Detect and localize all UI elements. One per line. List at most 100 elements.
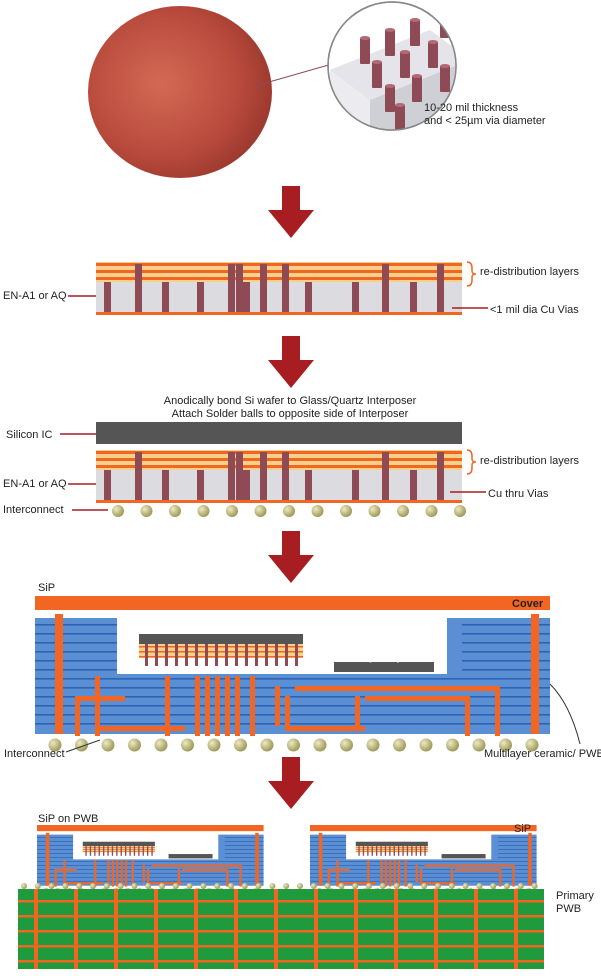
zoom-via-top — [410, 18, 420, 22]
zoom-via — [456, 32, 466, 58]
zoom-via-top — [395, 103, 405, 107]
stage2-caption-line2: Attach Solder balls to opposite side of … — [171, 408, 409, 420]
pwb-ball — [172, 883, 179, 889]
solder-ball — [283, 505, 295, 517]
pwb-ball — [103, 883, 110, 889]
wlp-line — [82, 849, 155, 850]
pwb-ball — [255, 883, 262, 889]
pwb-ball — [490, 883, 497, 889]
cu-via — [260, 452, 267, 500]
routing-trace — [225, 676, 230, 736]
ceramic-layer-line — [224, 845, 264, 846]
flip-chip-die — [168, 854, 213, 859]
pwb-ball — [269, 883, 276, 889]
ceramic-layer-line — [35, 651, 117, 653]
ceramic-layer-line — [462, 660, 550, 662]
pwb-ball — [366, 883, 372, 889]
solder-ball — [169, 505, 181, 517]
stage4-sip-label: SiP — [514, 823, 532, 835]
pwb-via — [194, 889, 198, 969]
cu-via — [135, 452, 142, 500]
zoom-via — [428, 42, 438, 68]
wlp-via — [285, 644, 288, 666]
pwb-ball — [283, 883, 290, 889]
package-ball — [207, 738, 221, 752]
package-ball — [472, 738, 486, 752]
sip-cover — [37, 825, 264, 832]
routing-trace — [285, 696, 290, 726]
wlp-via — [195, 644, 198, 666]
ceramic-layer-line — [35, 705, 550, 707]
pwb-ball — [476, 883, 483, 889]
stage2-interconnect-label: Interconnect — [3, 504, 64, 516]
zoom-via-top — [440, 64, 450, 68]
ceramic-layer-line — [37, 857, 74, 858]
pwb-ball — [228, 883, 234, 889]
cu-via — [282, 264, 289, 312]
pwb-ball — [76, 883, 83, 889]
wlp-line — [355, 851, 428, 853]
ceramic-layer-line — [497, 837, 537, 839]
zoom-via — [410, 20, 420, 46]
wlp-via — [120, 846, 122, 856]
pwb-ball — [241, 883, 248, 889]
layers-bracket — [466, 449, 477, 475]
pwb-ball — [214, 883, 221, 889]
ceramic-layer-line — [37, 837, 74, 839]
ceramic-layer-line — [462, 642, 550, 644]
routing-trace — [393, 860, 396, 887]
cu-via — [228, 264, 235, 312]
package-ball — [313, 738, 327, 752]
cu-via — [282, 452, 289, 500]
cu-via — [437, 264, 444, 312]
ceramic-layer-line — [310, 876, 537, 878]
wlp-via — [295, 644, 298, 666]
cu-via — [382, 264, 389, 312]
zoom-detail — [330, 10, 466, 130]
ceramic-layer-line — [310, 841, 347, 842]
cu-via — [243, 470, 250, 500]
ceramic-layer-line — [37, 845, 74, 846]
routing-trace — [205, 676, 210, 736]
ceramic-layer-line — [224, 857, 264, 858]
wlp-via — [129, 846, 131, 856]
routing-trace — [499, 869, 502, 887]
ceramic-layer-line — [462, 633, 550, 635]
cu-via — [410, 282, 417, 312]
routing-trace — [285, 726, 365, 731]
wlp-via — [98, 846, 100, 856]
wlp-via — [111, 846, 114, 856]
cu-via — [228, 452, 235, 500]
wlp-via — [275, 644, 278, 666]
routing-trace — [465, 696, 470, 736]
ceramic-layer-line — [224, 853, 264, 854]
ceramic-layer-line — [462, 651, 550, 653]
wlp-redistribution — [355, 846, 428, 853]
routing-trace — [420, 869, 423, 883]
side-via — [528, 832, 532, 886]
bottom-metal-line — [96, 312, 462, 315]
zoom-via-top — [360, 36, 370, 40]
wlp-via — [89, 846, 92, 856]
ceramic-layer-line — [35, 642, 117, 644]
routing-trace — [250, 676, 255, 736]
zoom-via-top — [385, 84, 395, 88]
glass-substrate — [96, 470, 462, 500]
ceramic-layer-line — [497, 845, 537, 846]
stage4-sip-on-pwb-label: SiP on PWB — [38, 813, 99, 825]
pwb-ball — [62, 883, 69, 889]
pwb-ball — [352, 883, 359, 889]
side-via — [531, 614, 539, 734]
wlp-via — [420, 846, 422, 856]
pwb-ball — [407, 883, 414, 889]
routing-trace — [95, 726, 185, 731]
ceramic-layer-line — [310, 869, 537, 870]
wlp-via — [155, 644, 158, 666]
routing-trace — [95, 676, 100, 736]
routing-trace — [94, 860, 97, 887]
wlp-line — [82, 851, 155, 853]
pwb-ball — [338, 883, 345, 889]
wlp-via — [133, 846, 136, 856]
package-ball — [128, 738, 141, 752]
pwb-via — [74, 889, 78, 969]
